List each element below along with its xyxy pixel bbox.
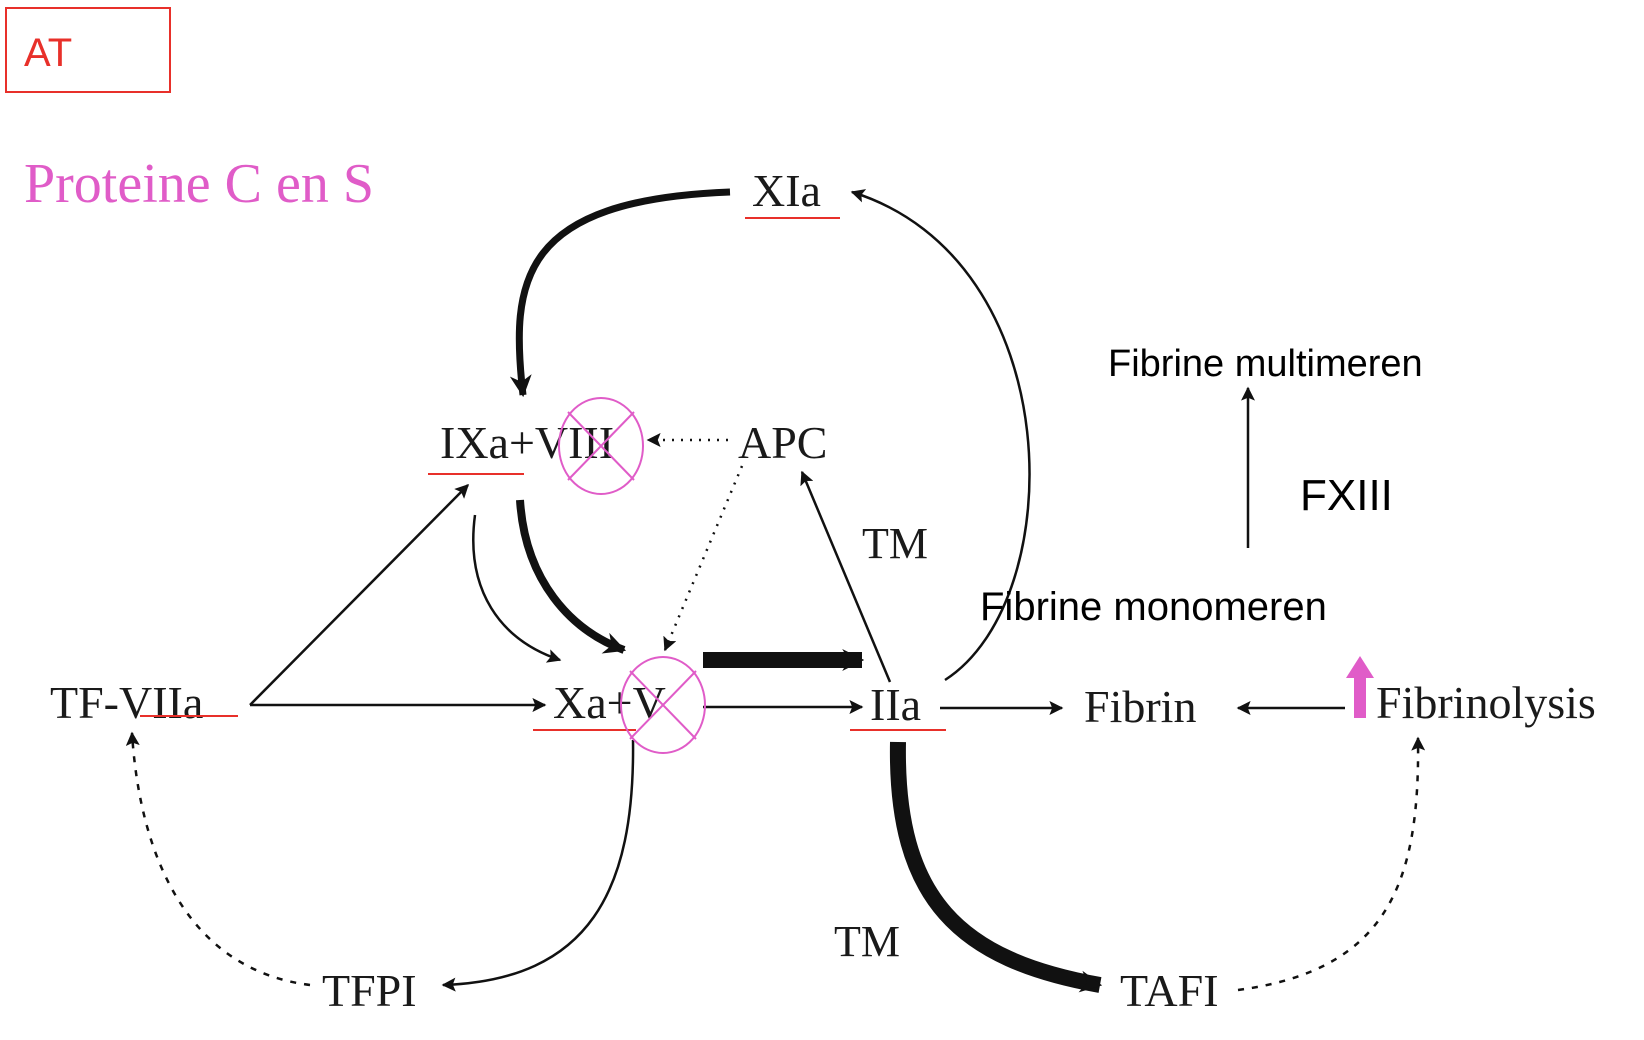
arrow-ixa-to-xa-thick [516, 499, 627, 654]
arrow-ixa-to-xa-thin [472, 514, 562, 663]
node-tm-lower: TM [834, 917, 900, 966]
arrow-iia-to-xia [850, 189, 1031, 682]
arrow-tafi-to-fibrinolysis [1237, 736, 1426, 992]
node-xia: XIa [752, 165, 821, 216]
arrow-tf-to-ixa [249, 484, 469, 706]
node-fibrinolysis: Fibrinolysis [1376, 677, 1596, 728]
protein-c-s-label: Proteine C en S [24, 153, 374, 215]
node-iia: IIa [870, 679, 921, 730]
underlines [140, 217, 946, 731]
arrow-xia-to-ixa [509, 188, 731, 398]
thick-up-arrow-icon [1346, 656, 1374, 718]
arrow-apc-to-v [663, 465, 744, 652]
node-apc: APC [738, 417, 827, 468]
node-fibrin: Fibrin [1084, 681, 1196, 732]
node-tafi: TAFI [1120, 965, 1219, 1016]
crossed-circle-icon [558, 397, 644, 495]
arrow-tfpi-to-tf [125, 731, 311, 987]
arrow-iia-to-tafi [889, 741, 1103, 993]
crossed-circle-icon [620, 656, 706, 754]
node-tf-viia: TF-VIIa [50, 677, 203, 728]
arrow-iia-to-apc [800, 470, 892, 683]
fibrin-multimers-label: Fibrine multimeren [1108, 343, 1423, 385]
node-xa-v: Xa+V [553, 677, 666, 728]
fibrin-monomers-label: Fibrine monomeren [980, 585, 1327, 629]
fxiii-label: FXIII [1300, 471, 1393, 520]
node-ixa-viii: IXa+VIII [440, 417, 614, 468]
at-badge-label: AT [24, 31, 72, 75]
node-tfpi: TFPI [322, 965, 417, 1016]
at-badge-frame [5, 7, 171, 93]
at-badge: AT [5, 7, 171, 93]
node-tm-upper: TM [862, 519, 928, 568]
arrow-xa-to-tfpi [441, 739, 635, 992]
